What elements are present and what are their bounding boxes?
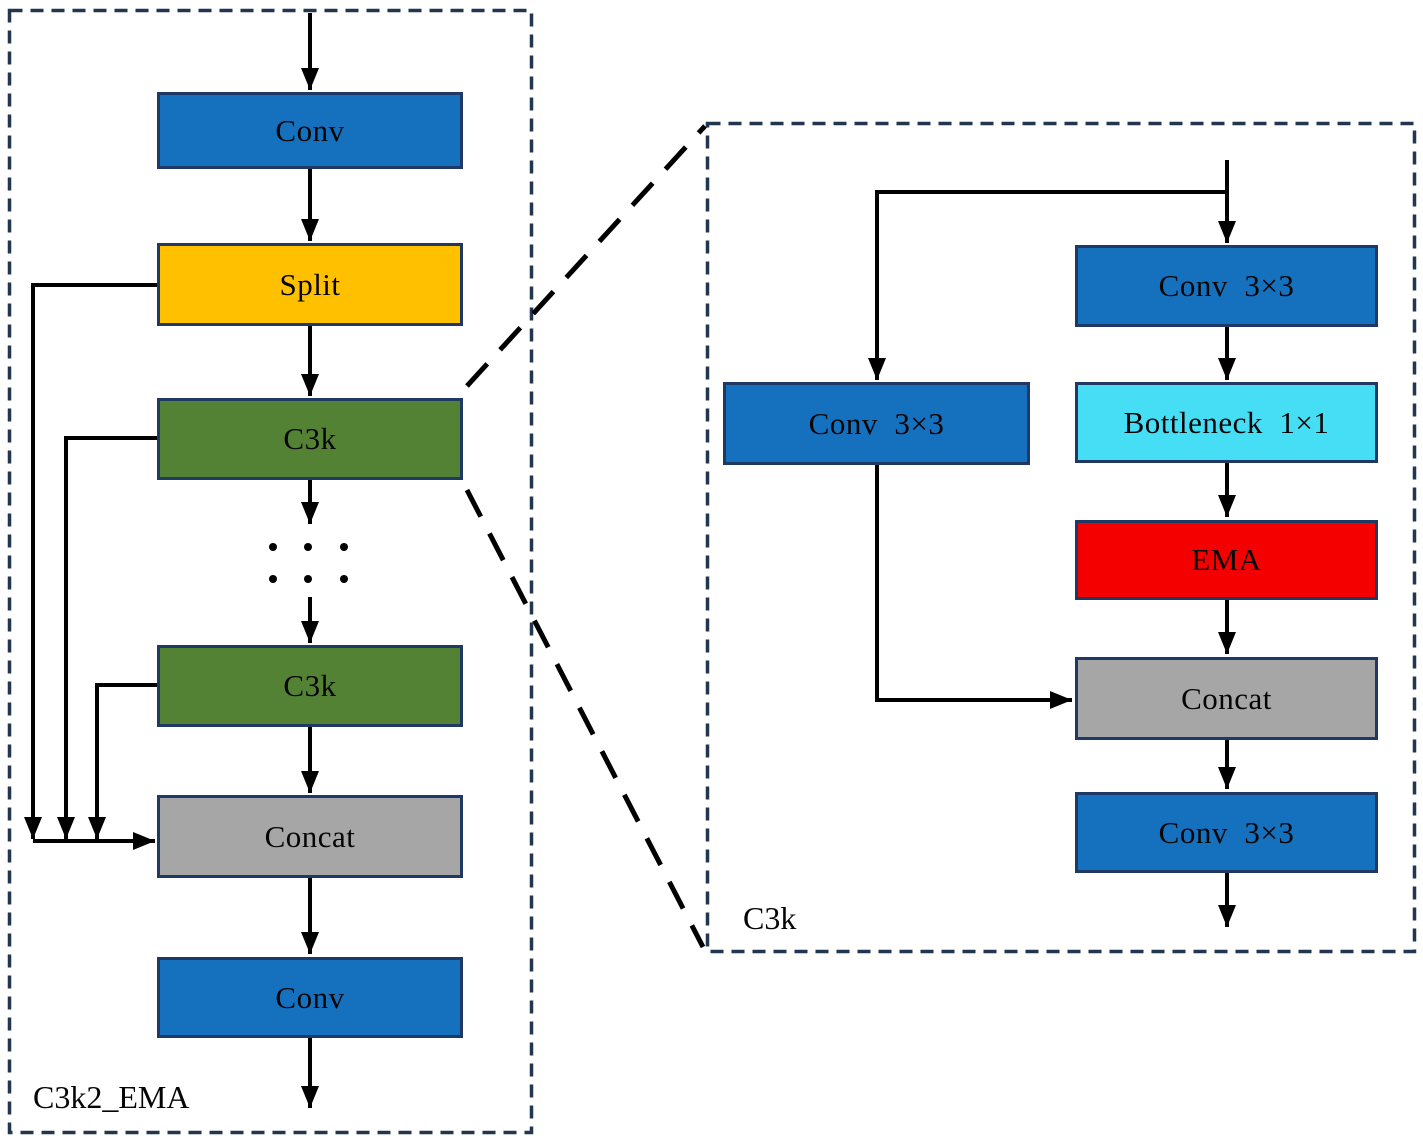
skip-branch-split xyxy=(24,283,157,839)
left-c3k-2-block: C3k xyxy=(157,645,463,727)
right-module-dashed-frame xyxy=(705,121,1417,954)
left-conv-bottom-block: Conv xyxy=(157,957,463,1038)
right-panel-title: C3k xyxy=(743,900,797,936)
left-panel-title: C3k2_EMA xyxy=(33,1079,190,1115)
right-conv-bottom-block: Conv 3×3 xyxy=(1075,792,1378,873)
ellipsis-dots xyxy=(269,543,348,583)
right-bottleneck-block: Bottleneck 1×1 xyxy=(1075,382,1378,463)
zoom-link-bottom-dashed-line xyxy=(464,488,706,949)
right-conv-left-block: Conv 3×3 xyxy=(723,382,1030,465)
right-ema-block: EMA xyxy=(1075,520,1378,600)
right-conv-top-block: Conv 3×3 xyxy=(1075,245,1378,327)
left-split-block: Split xyxy=(157,243,463,326)
right-concat-block: Concat xyxy=(1075,657,1378,740)
branch-to-left-conv xyxy=(868,190,1227,380)
left-module-dashed-frame xyxy=(7,8,534,1135)
left-conv-top-block: Conv xyxy=(157,92,463,169)
left-c3k-1-block: C3k xyxy=(157,398,463,480)
skip-branch-c3k2 xyxy=(88,683,157,839)
left-conv-to-concat xyxy=(875,465,1072,709)
skip-branch-c3k1 xyxy=(57,436,157,839)
left-concat-block: Concat xyxy=(157,795,463,878)
zoom-link-top-dashed-line xyxy=(465,124,707,388)
